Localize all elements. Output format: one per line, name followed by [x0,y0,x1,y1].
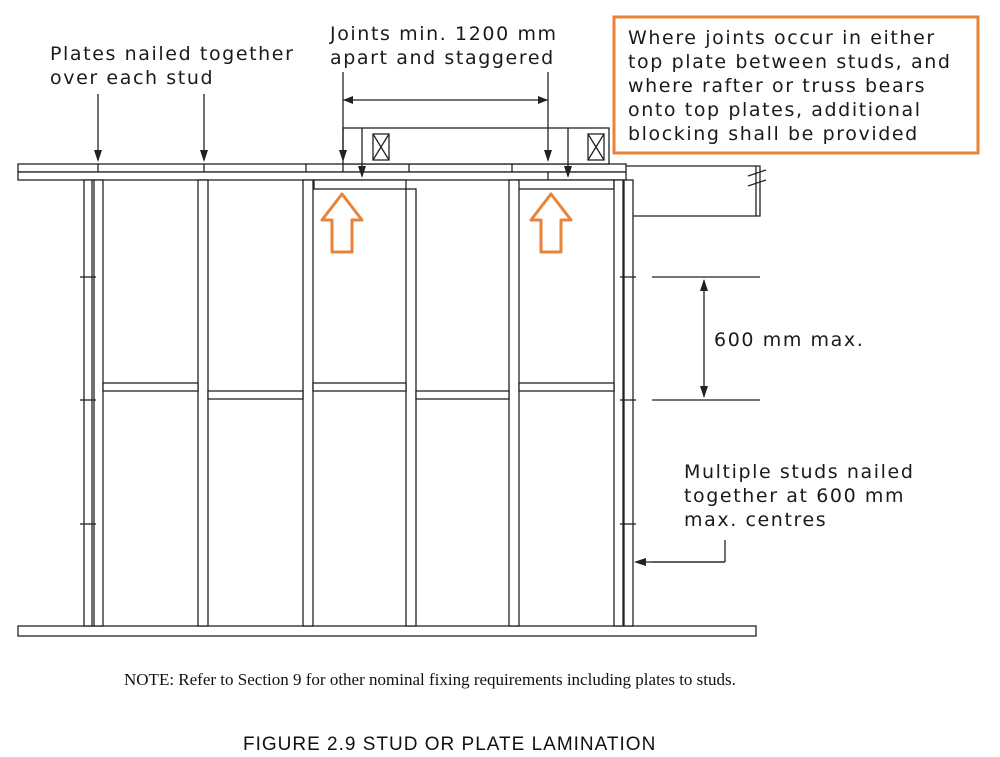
nail-ticks [80,276,636,525]
callout-line1: Where joints occur in either [628,27,936,49]
joints-label-line2: apart and staggered [330,47,555,69]
multi-label-line1: Multiple studs nailed [684,461,915,483]
plates-label-line1: Plates nailed together [50,43,295,65]
multiple-studs-label: Multiple studs nailed together at 600 mm… [634,461,915,566]
joints-label-line1: Joints min. 1200 mm [329,23,558,45]
callout-line2: top plate between studs, and [628,51,952,73]
bottom-plate [17,625,757,637]
spacing-dimension: 600 mm max. [652,276,864,401]
callout-line4: onto top plates, additional [628,99,922,121]
highlight-arrow-right [529,192,573,254]
multi-label-line3: max. centres [684,509,827,531]
studs [83,179,634,627]
callout-line3: where rafter or truss bears [628,75,926,97]
joints-label: Joints min. 1200 mm apart and staggered [329,23,572,178]
floor-slab [621,165,767,217]
blocking [313,179,615,190]
figure-note: NOTE: Refer to Section 9 for other nomin… [124,670,736,689]
noggings [102,382,615,400]
plates-label-line2: over each stud [50,67,214,89]
callout-line5: blocking shall be provided [628,123,919,145]
figure-caption: FIGURE 2.9 STUD OR PLATE LAMINATION [243,734,656,755]
plates-nailed-label: Plates nailed together over each stud [50,43,295,162]
truss-rafter [342,127,610,165]
top-plates [17,163,627,181]
highlight-arrow-left [320,192,364,254]
multi-label-line2: together at 600 mm [684,485,905,507]
spacing-label: 600 mm max. [714,329,864,351]
blocking-callout: Where joints occur in either top plate b… [612,15,980,155]
